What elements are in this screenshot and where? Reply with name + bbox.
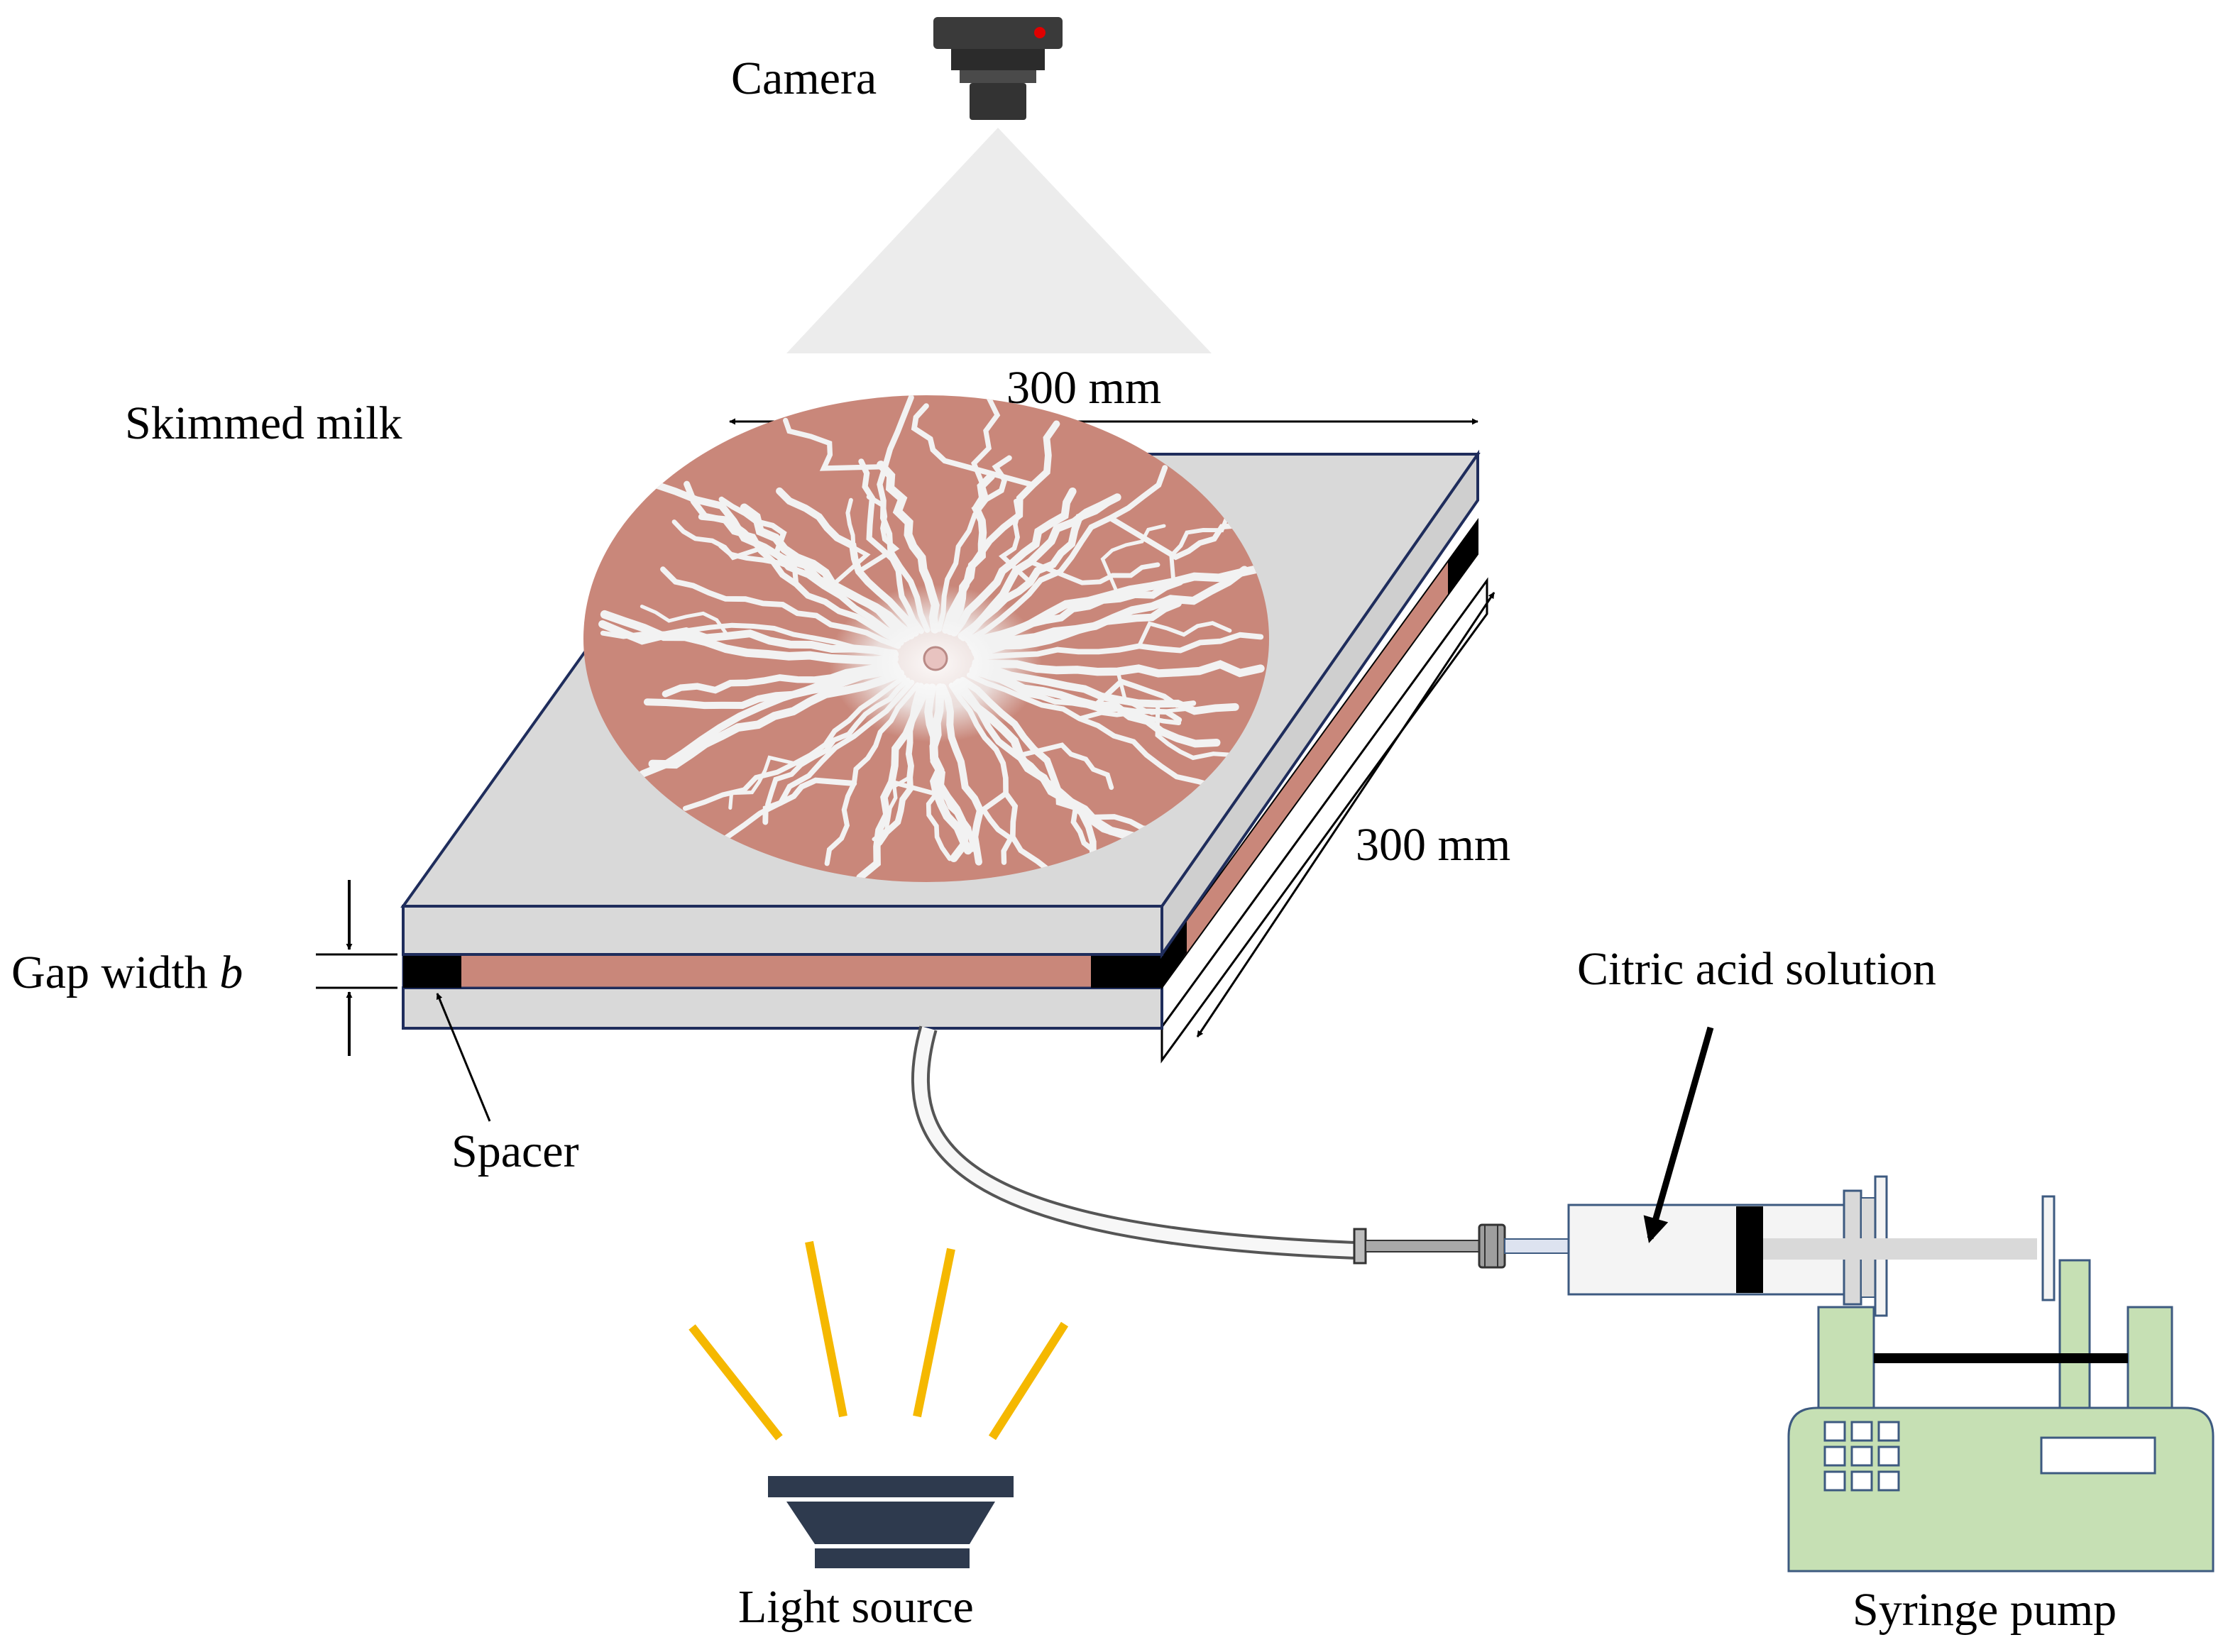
viscous-finger-branch: [1092, 678, 1197, 708]
viscous-finger-branch: [1028, 559, 1160, 585]
spacer-label: Spacer: [451, 1125, 579, 1177]
upper-plate-front: [402, 905, 1163, 956]
syringe-plunger-rod: [1763, 1238, 2037, 1260]
gap-width-symbol: b: [219, 947, 243, 998]
syringe-icon: [1567, 1175, 2056, 1317]
spacer-right: [1091, 954, 1162, 988]
viscous-finger-branch: [640, 605, 730, 638]
milk-disc: [583, 395, 1269, 882]
light-rays: [688, 1240, 1069, 1441]
camera-label: Camera: [731, 53, 877, 104]
viscous-finger-branch: [1077, 710, 1182, 726]
supply-tube: [911, 1025, 1569, 1269]
citric-acid-pointer: [1643, 1026, 1714, 1243]
pump-keypad: [1823, 1421, 1900, 1492]
light-source-icon: [688, 1240, 1069, 1568]
gap-width-label: Gap width b: [11, 947, 243, 998]
gap-width-arrows: [316, 880, 397, 1056]
spacer-pointer: [436, 993, 491, 1122]
spacer-left: [403, 954, 461, 988]
viscous-finger-branch: [911, 403, 1036, 488]
viscous-finger-branch: [671, 519, 767, 561]
syringe-pump-icon: [1787, 1259, 2215, 1573]
citric-acid-label: Citric acid solution: [1577, 943, 1936, 995]
width-top-label: 300 mm: [1006, 362, 1161, 414]
light-source-label: Light source: [738, 1581, 974, 1633]
skimmed-milk-label: Skimmed milk: [125, 397, 402, 449]
hele-shaw-cell: [400, 395, 1488, 1064]
gap-width-text: Gap width: [11, 947, 219, 998]
width-side-label: 300 mm: [1356, 819, 1510, 871]
camera-icon: [933, 17, 1063, 120]
viscous-finger-branch: [971, 455, 1012, 524]
tube-connector: [1478, 1223, 1506, 1269]
pump-display: [2040, 1436, 2156, 1475]
camera-view-cone: [786, 128, 1212, 353]
depth-dimension-arrow: [1196, 592, 1496, 1037]
injection-port: [923, 646, 948, 671]
gap-milk-layer: [402, 953, 1163, 989]
lower-plate: [402, 986, 1163, 1030]
viscous-finger-branch: [1100, 524, 1166, 601]
viscous-finger-branch: [1169, 514, 1230, 584]
viscous-finger-branch: [889, 779, 975, 852]
viscous-finger-branch: [1055, 787, 1097, 854]
syringe-pump-label: Syringe pump: [1853, 1584, 2117, 1636]
viscous-finger-branch: [926, 791, 953, 861]
syringe-plunger-seal: [1736, 1206, 1763, 1293]
camera-led-icon: [1034, 27, 1046, 38]
viscous-finger-branch: [783, 417, 888, 471]
